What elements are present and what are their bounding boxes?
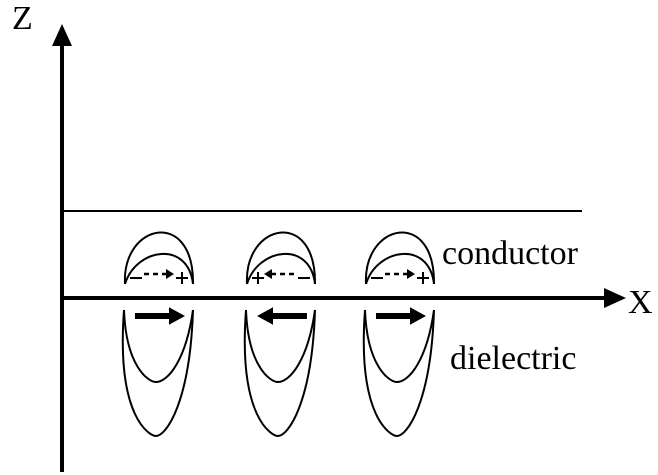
charge-right <box>417 272 429 284</box>
dielectric-field-outer-line <box>362 309 435 438</box>
field-lobe-pair <box>243 231 317 438</box>
charge-right <box>176 272 188 284</box>
charge-direction-arrow <box>144 269 174 279</box>
conductor-field-inner-line <box>246 253 316 285</box>
field-lobes-group <box>121 231 436 438</box>
dielectric-field-inner-line <box>364 309 435 384</box>
field-lobe-pair <box>121 231 195 438</box>
conductor-field-inner-line <box>365 253 435 285</box>
dielectric-field-inner-line <box>245 309 316 384</box>
field-lobe-pair <box>362 231 436 438</box>
conductor-field-outer-line <box>364 231 436 285</box>
dielectric-label: dielectric <box>450 340 577 377</box>
z-axis-label: Z <box>12 0 33 37</box>
field-direction-arrow <box>257 307 307 325</box>
dielectric-field-outer-line <box>121 309 194 438</box>
field-direction-arrow <box>135 307 185 325</box>
charge-left <box>252 272 264 284</box>
z-axis <box>52 24 72 472</box>
conductor-field-inner-line <box>124 253 194 285</box>
charge-direction-arrow <box>385 269 415 279</box>
field-direction-arrow <box>376 307 426 325</box>
charge-direction-arrow <box>264 269 294 279</box>
dielectric-field-inner-line <box>123 309 194 384</box>
conductor-label: conductor <box>442 235 578 272</box>
x-axis-label: X <box>628 284 653 321</box>
conductor-field-outer-line <box>123 231 195 285</box>
dielectric-field-outer-line <box>243 309 316 438</box>
x-axis-interface <box>62 288 626 308</box>
conductor-field-outer-line <box>245 231 317 285</box>
